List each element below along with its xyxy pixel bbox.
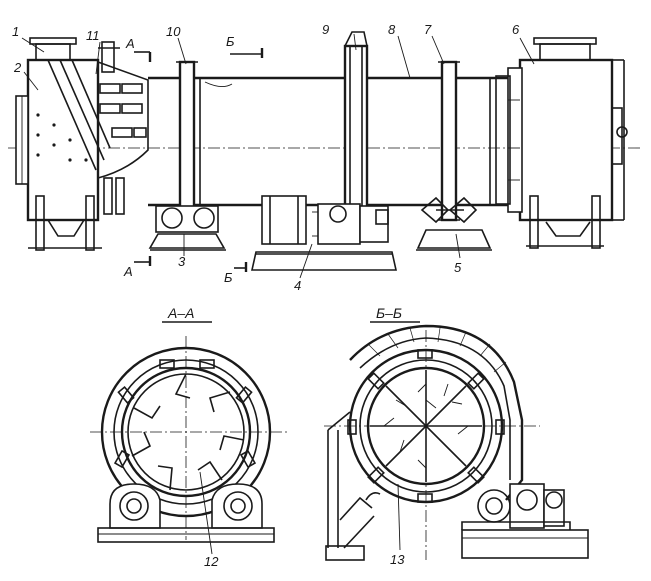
callout-11: 11 — [86, 28, 100, 43]
volute-housing — [349, 324, 524, 501]
section-cut-b-top: Б — [226, 34, 264, 58]
support-station-5 — [416, 196, 492, 251]
section-cut-a-bottom: А — [123, 256, 152, 279]
callout-3: 3 — [178, 254, 186, 269]
callout-1: 1 — [12, 24, 19, 39]
section-mark-b-top: Б — [226, 34, 235, 49]
callout-9: 9 — [322, 22, 329, 37]
tyre-ring-outer — [100, 346, 272, 518]
section-mark-a-top: А — [125, 36, 135, 51]
drive-unit — [251, 195, 397, 271]
callout-6: 6 — [512, 22, 520, 37]
callout-2: 2 — [13, 60, 22, 75]
callout-4: 4 — [294, 278, 301, 293]
section-title-a-a: А–А — [167, 305, 194, 321]
girth-gear — [343, 31, 369, 216]
section-title-b-b: Б–Б — [376, 305, 402, 321]
leader-lines — [21, 33, 535, 279]
section-b-b: Б–Б — [324, 305, 589, 567]
callout-8: 8 — [388, 22, 396, 37]
left-frame-b — [325, 411, 381, 561]
cross-partitions — [370, 370, 482, 482]
bolt-pattern — [36, 113, 88, 162]
drum-shell-b — [366, 366, 486, 486]
section-cut-b-bottom: Б — [224, 262, 248, 285]
callout-13: 13 — [390, 552, 405, 567]
section-mark-b-bottom: Б — [224, 270, 233, 285]
support-tyre-left — [176, 60, 198, 222]
section-cut-a-top: А — [125, 36, 152, 62]
section-mark-a-bottom: А — [123, 264, 133, 279]
callout-10: 10 — [166, 24, 181, 39]
side-elevation: А А Б Б — [8, 22, 640, 293]
drum-shell — [120, 366, 252, 498]
support-rollers-a — [97, 483, 275, 543]
support-tyre-right — [438, 60, 460, 222]
section-a-a: А–А — [90, 305, 290, 569]
lifting-flights — [131, 373, 245, 491]
support-station-3 — [148, 205, 226, 251]
callout-12: 12 — [204, 554, 219, 569]
callout-7: 7 — [424, 22, 432, 37]
gear-shoes — [347, 349, 505, 503]
callout-5: 5 — [454, 260, 462, 275]
discharge-head — [495, 37, 628, 249]
pinion-drive — [461, 483, 589, 559]
loading-head — [15, 37, 149, 251]
tyre-shoes — [113, 359, 257, 469]
